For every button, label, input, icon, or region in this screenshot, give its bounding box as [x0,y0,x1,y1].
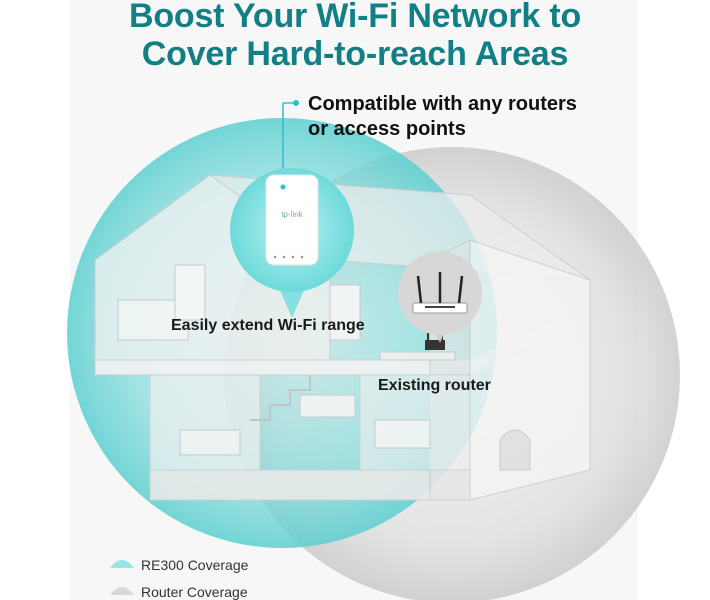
title-line-1: Boost Your Wi-Fi Network to [128,0,582,35]
extender-brand-logo: tp-link [281,210,303,219]
extender-device [230,168,354,318]
callout-line-2: or access points [308,118,466,140]
router-bubble [398,251,482,343]
legend-label-re300: RE300 Coverage [141,557,249,573]
compatibility-callout: Compatible with any routers or access po… [308,92,628,142]
extender-label: Easily extend Wi-Fi range [171,317,365,334]
router-coverage-swatch-icon [110,585,134,599]
router-label: Existing router [378,377,491,394]
callout-line-1: Compatible with any routers [308,93,577,115]
title-line-2: Cover Hard-to-reach Areas [141,35,569,73]
page-title: Boost Your Wi-Fi Network to Cover Hard-t… [0,0,710,73]
legend-label-router: Router Coverage [141,584,248,600]
re300-coverage-swatch-icon [110,558,134,572]
